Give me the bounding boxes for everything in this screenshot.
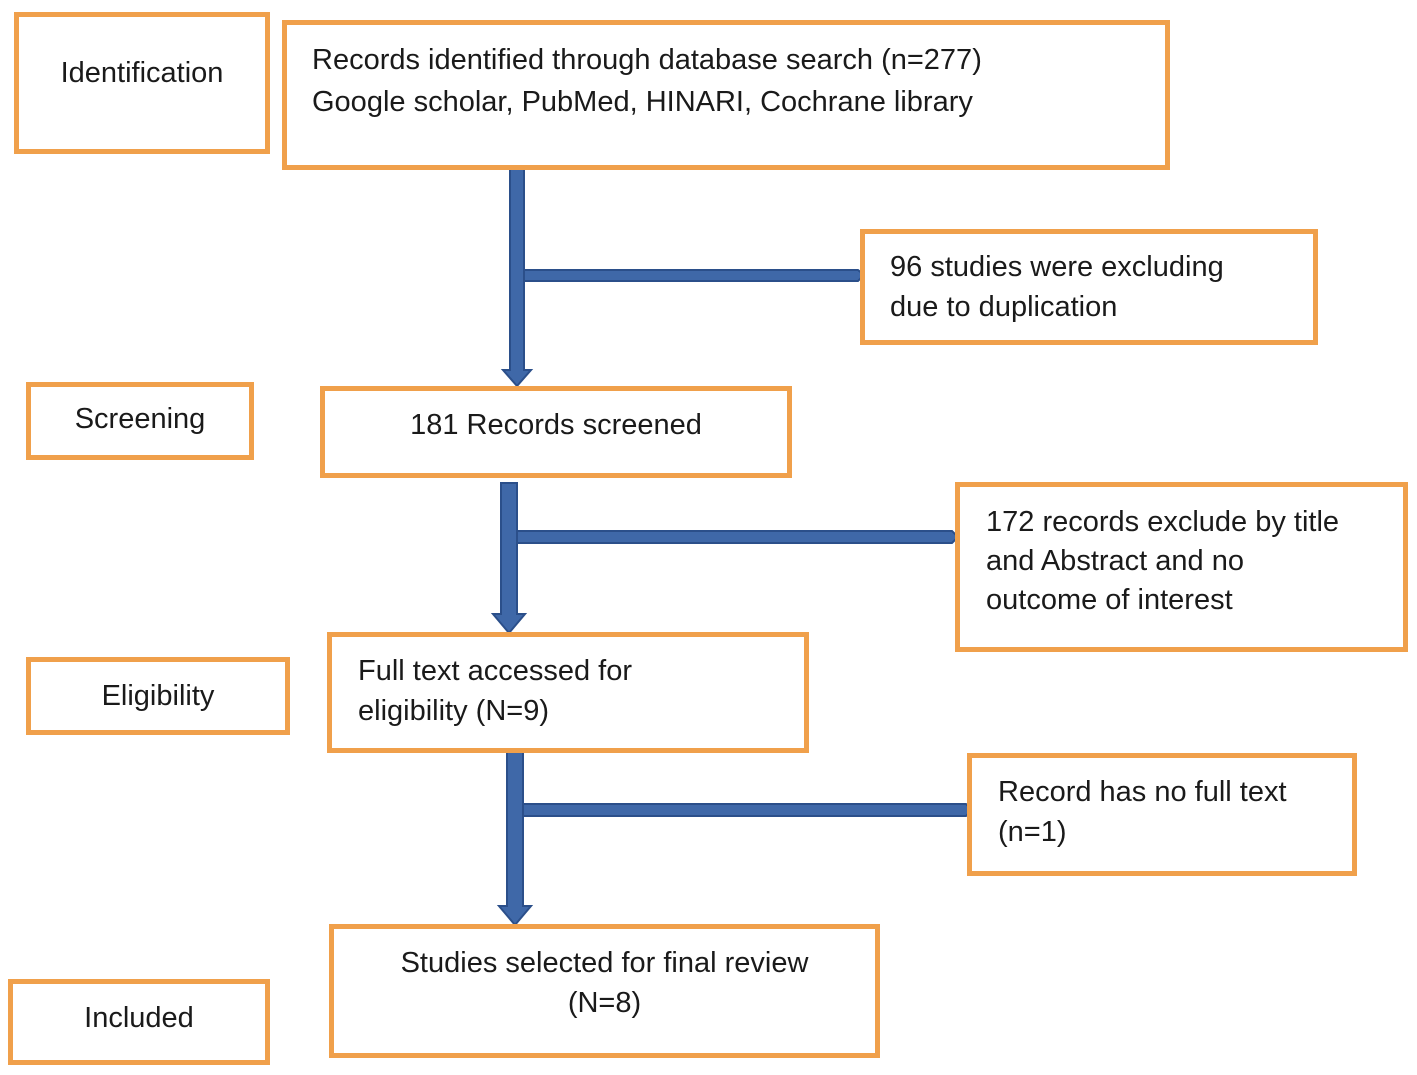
final-review-box: Studies selected for final review (N=8) xyxy=(329,924,880,1058)
no-full-text-box: Record has no full text (n=1) xyxy=(967,753,1357,876)
final-review-line2: (N=8) xyxy=(567,987,642,1019)
duplicates-excluded-line1: 96 studies were excluding xyxy=(890,251,1224,283)
records-excluded-line1: 172 records exclude by title xyxy=(986,506,1340,538)
records-identified-line1: Records identified through database sear… xyxy=(312,44,982,76)
arrow-fulltext-to-final xyxy=(496,749,534,927)
records-identified-line2: Google scholar, PubMed, HINARI, Cochrane… xyxy=(312,86,973,118)
duplicates-excluded-line2: due to duplication xyxy=(890,291,1118,323)
branch-to-excluded xyxy=(516,530,960,544)
records-excluded-box: 172 records exclude by title and Abstrac… xyxy=(955,482,1408,652)
stage-box-eligibility: Eligibility xyxy=(26,657,290,735)
records-screened-text: 181 Records screened xyxy=(410,409,702,441)
stage-box-screening: Screening xyxy=(26,382,254,460)
arrow-screened-to-fulltext xyxy=(490,482,528,635)
records-screened-box: 181 Records screened xyxy=(320,386,792,478)
stage-label-identification: Identification xyxy=(60,57,224,89)
records-identified-box: Records identified through database sear… xyxy=(282,20,1170,170)
branch-to-nofulltext xyxy=(522,803,974,817)
stage-label-screening: Screening xyxy=(74,403,206,435)
stage-label-eligibility: Eligibility xyxy=(101,680,215,712)
full-text-line1: Full text accessed for xyxy=(358,655,632,687)
no-full-text-line1: Record has no full text xyxy=(998,776,1287,808)
records-excluded-line2: and Abstract and no xyxy=(986,545,1244,577)
final-review-line1: Studies selected for final review xyxy=(400,947,809,979)
stage-box-included: Included xyxy=(8,979,270,1065)
records-excluded-line3: outcome of interest xyxy=(986,584,1233,616)
full-text-line2: eligibility (N=9) xyxy=(358,695,549,727)
no-full-text-line2: (n=1) xyxy=(998,816,1067,848)
full-text-box: Full text accessed for eligibility (N=9) xyxy=(327,632,809,753)
stage-box-identification: Identification xyxy=(14,12,270,154)
duplicates-excluded-box: 96 studies were excluding due to duplica… xyxy=(860,229,1318,345)
stage-label-included: Included xyxy=(84,1002,194,1034)
arrow-identified-to-screened xyxy=(500,167,534,388)
branch-to-duplicates xyxy=(523,269,866,282)
